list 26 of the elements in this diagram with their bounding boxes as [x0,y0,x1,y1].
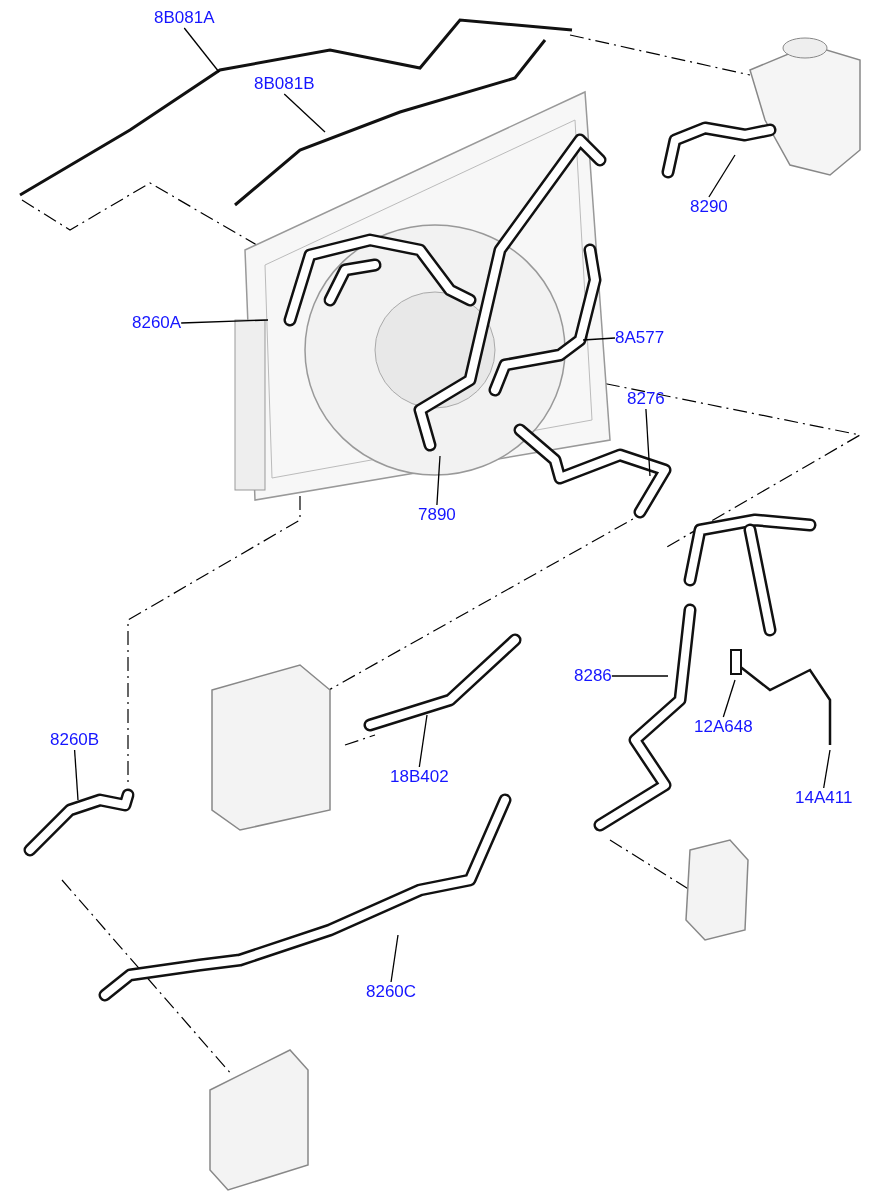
leader-line [823,749,831,789]
callout-number: 14A411 [795,788,853,808]
callout-number: 7890 [418,505,456,525]
leader-line [180,319,269,324]
leader-line [390,934,399,983]
callout-number: 8260C [366,982,417,1002]
callout-number: 8276 [627,389,665,409]
callout-number: 8B081B [254,74,315,94]
callout-number: 8B081A [154,8,215,28]
leader-line [708,154,736,198]
leader-line [611,675,669,677]
callout-number: 8260A [132,313,182,333]
leader-line [418,714,428,768]
leader-line [283,93,326,133]
callout-number: 8290 [690,197,728,217]
callout-number: 8286 [574,666,612,686]
leader-line [73,749,79,801]
leader-line [645,408,651,477]
leader-line [722,679,736,718]
leader-line [183,27,220,73]
callout-number: 12A648 [694,717,753,737]
callout-number: 8260B [50,730,100,750]
leader-line [582,337,616,341]
callout-number: 8A577 [615,328,665,348]
callout-number: 18B402 [390,767,449,787]
leader-line [436,455,441,506]
